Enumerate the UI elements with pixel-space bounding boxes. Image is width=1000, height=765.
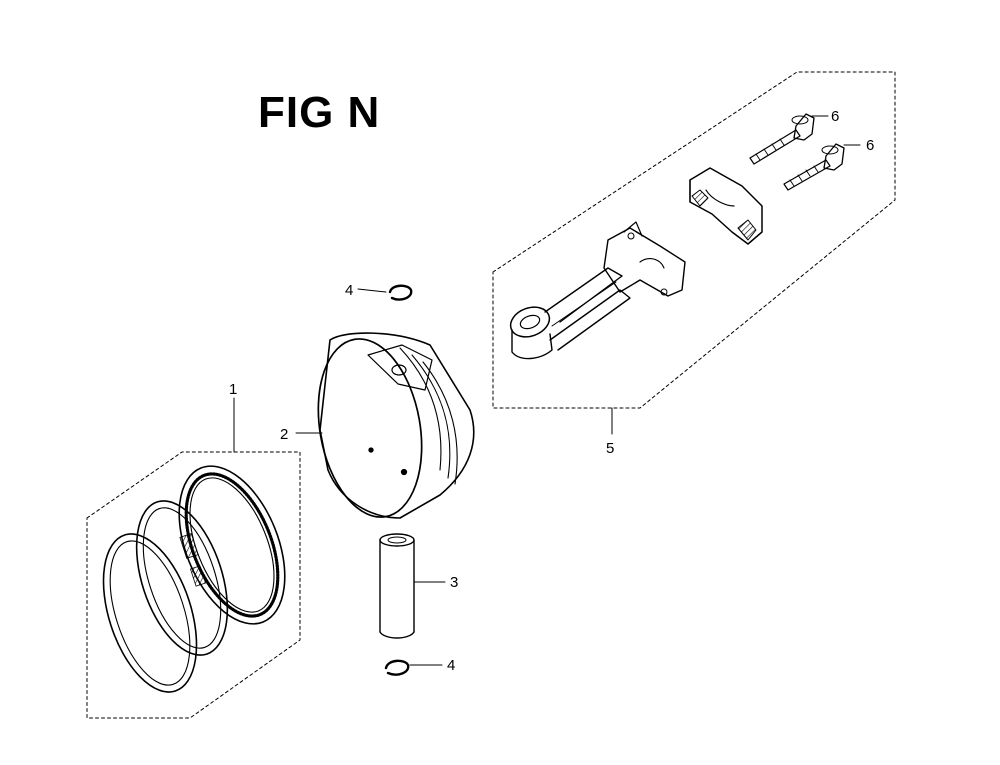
pin-clip-upper xyxy=(357,284,413,301)
rod-cap xyxy=(689,167,763,245)
top-ring xyxy=(178,465,286,625)
ring-set-group-box xyxy=(86,451,301,719)
connecting-rod-assembly xyxy=(492,71,896,435)
rod-bolt-lower xyxy=(783,143,861,191)
callout-2: 2 xyxy=(280,426,288,443)
callout-1: 1 xyxy=(229,381,237,398)
leader-line-4a xyxy=(357,288,387,293)
callout-4-upper: 4 xyxy=(345,282,353,299)
rod-bolt-upper xyxy=(749,113,829,165)
pin-clip-lower xyxy=(384,659,443,676)
callout-3: 3 xyxy=(450,574,458,591)
callout-6-upper: 6 xyxy=(831,108,839,125)
piston-pin xyxy=(379,533,446,639)
rod-group-box xyxy=(492,71,896,409)
callout-5: 5 xyxy=(606,440,614,457)
oil-ring xyxy=(102,533,198,693)
callout-6-lower: 6 xyxy=(866,137,874,154)
piston xyxy=(295,332,475,519)
callout-4-lower: 4 xyxy=(447,657,455,674)
figure-title: FIG N xyxy=(258,88,381,137)
piston-ring-set xyxy=(86,397,301,719)
connecting-rod xyxy=(509,221,686,360)
piston-crown xyxy=(317,338,423,518)
second-ring xyxy=(135,500,229,656)
